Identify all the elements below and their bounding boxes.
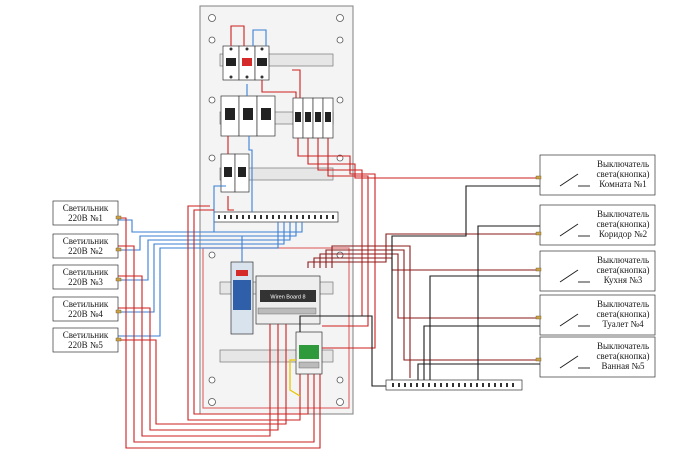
switch-room: Комната №1 — [599, 179, 647, 189]
switch-type: света(кнопка) — [597, 351, 650, 361]
input-breaker-block — [222, 45, 270, 81]
lamp-1: Светильник 220В №1 — [52, 200, 119, 226]
switch-room: Коридор №2 — [599, 229, 647, 239]
lamp-number: 220В №3 — [68, 277, 103, 287]
switch-junction-block — [385, 379, 523, 391]
phase-wire — [118, 245, 315, 443]
lamp-label: Светильник — [63, 299, 109, 309]
switch-5: Выключатель света(кнопка) Ванная №5 — [539, 336, 656, 378]
signal-wire — [423, 325, 540, 382]
rcd-block — [220, 95, 276, 137]
switch-label: Выключатель — [597, 159, 649, 169]
lamp-2: Светильник 220В №2 — [52, 233, 119, 259]
group-breakers — [292, 97, 334, 139]
switch-type: света(кнопка) — [597, 219, 650, 229]
bus-wire — [289, 359, 301, 397]
lamp-label: Светильник — [63, 203, 109, 213]
switch-label: Выключатель — [597, 209, 649, 219]
switch-label: Выключатель — [597, 299, 649, 309]
wires — [118, 25, 540, 449]
switch-label: Выключатель — [597, 255, 649, 265]
switch-type: света(кнопка) — [597, 169, 650, 179]
lamp-3: Светильник 220В №3 — [52, 264, 119, 290]
phase-wire — [307, 138, 540, 179]
phase-wire — [118, 217, 321, 449]
phase-wire — [227, 196, 234, 211]
lamp-5: Светильник 220В №5 — [52, 327, 119, 353]
signal-wire — [391, 185, 540, 380]
phase-wire — [230, 25, 245, 46]
lamp-label: Светильник — [63, 330, 109, 340]
neutral-wire — [118, 222, 297, 251]
switch-room: Кухня №3 — [604, 275, 643, 285]
lamp-number: 220В №4 — [68, 309, 103, 319]
neutral-wire — [118, 222, 279, 337]
controller-label: Wiren Board 8 — [270, 295, 305, 301]
switch-label: Выключатель — [597, 341, 649, 351]
switch-feed-wire — [319, 253, 540, 319]
lamp-4: Светильник 220В №4 — [52, 296, 119, 322]
neutral-wire — [118, 219, 303, 233]
power-supply — [230, 261, 254, 335]
lamp-number: 220В №5 — [68, 340, 103, 350]
switch-room: Туалет №4 — [602, 319, 644, 329]
phase-wire — [322, 138, 369, 327]
switch-2: Выключатель света(кнопка) Коридор №2 — [539, 204, 656, 246]
switch-1: Выключатель света(кнопка) Комната №1 — [539, 154, 656, 196]
switch-feed-wire — [325, 249, 540, 361]
switch-type: света(кнопка) — [597, 265, 650, 275]
phase-wire — [118, 307, 279, 431]
terminal-strip — [213, 211, 339, 223]
phase-wire — [261, 80, 297, 98]
phase-wire — [118, 275, 271, 437]
neutral-wire — [248, 136, 253, 212]
switch-4: Выключатель света(кнопка) Туалет №4 — [539, 294, 656, 336]
wire-ferrules — [115, 175, 542, 362]
signal-wire — [477, 225, 540, 382]
wiren-board-controller: Wiren Board 8 — [255, 275, 321, 325]
neutral-wire — [118, 222, 291, 281]
phase-wire — [297, 138, 376, 349]
lamp-label: Светильник — [63, 267, 109, 277]
signal-wire — [429, 275, 540, 382]
phase-wire — [118, 324, 287, 425]
lamp-number: 220В №2 — [68, 246, 103, 256]
neutral-wire — [246, 29, 267, 96]
switch-feed-wire — [331, 245, 411, 378]
switch-room: Ванная №5 — [601, 361, 645, 371]
switch-type: света(кнопка) — [597, 309, 650, 319]
phase-wire — [193, 209, 309, 415]
switch-feed-wire — [307, 233, 540, 268]
relay-module — [295, 331, 323, 375]
lamp-label: Светильник — [63, 236, 109, 246]
switch-3: Выключатель света(кнопка) Кухня №3 — [539, 250, 656, 292]
signal-wire — [299, 315, 392, 387]
lamp-number: 220В №1 — [68, 213, 103, 223]
neutral-wire — [213, 185, 226, 232]
phase-wire — [187, 205, 301, 421]
phase-wire — [292, 69, 301, 98]
power-breaker — [220, 153, 250, 193]
signal-wire — [417, 363, 540, 382]
